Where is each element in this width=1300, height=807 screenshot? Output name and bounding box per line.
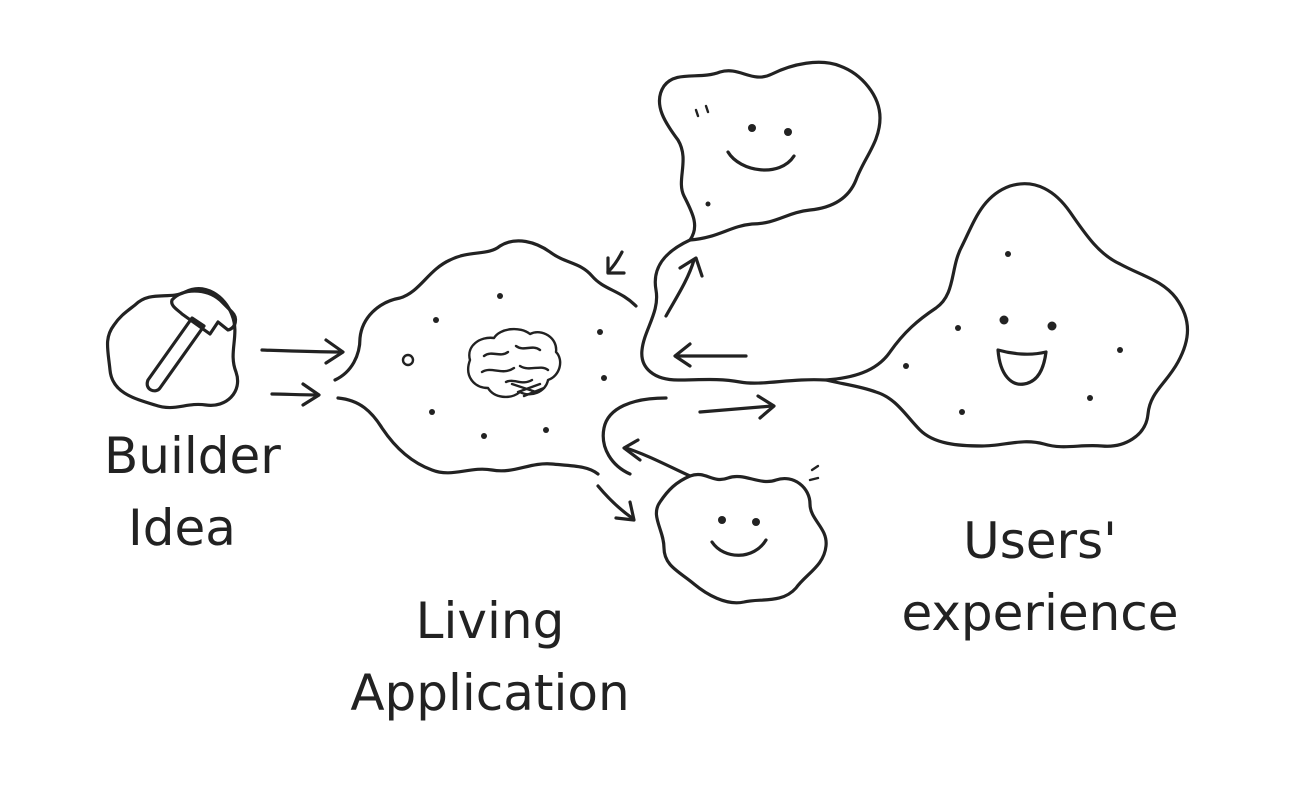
user-node-bottom [654,464,828,605]
builder-label-line2: Idea [128,499,236,557]
builder-to-app-arrows [260,338,345,407]
builder-blob [105,287,240,410]
living-app-blob [333,239,638,476]
smiley-face-icon [710,516,768,557]
smiley-face-icon [996,315,1057,386]
hammer-icon [145,289,238,393]
user-blob-bottom [654,473,828,605]
smiley-face-icon [726,124,796,172]
users-label-line1: Users' [963,512,1117,570]
builder-idea-label: Builder Idea [104,420,281,564]
user-blob-top [657,60,882,242]
builder-idea-node [105,287,240,410]
app-bubble [401,353,415,367]
brain-icon [467,327,562,399]
living-label-line2: Application [350,664,630,722]
user-blob-large [824,182,1189,449]
user-node-large [824,182,1189,449]
feedback-loops [596,238,828,522]
living-label-line1: Living [415,592,565,650]
user-node-top [657,60,882,242]
living-application-label: Living Application [305,585,675,729]
builder-label-line1: Builder [104,427,281,485]
living-application-node [333,239,638,476]
users-experience-label: Users' experience [880,505,1200,649]
users-label-line2: experience [901,584,1179,642]
